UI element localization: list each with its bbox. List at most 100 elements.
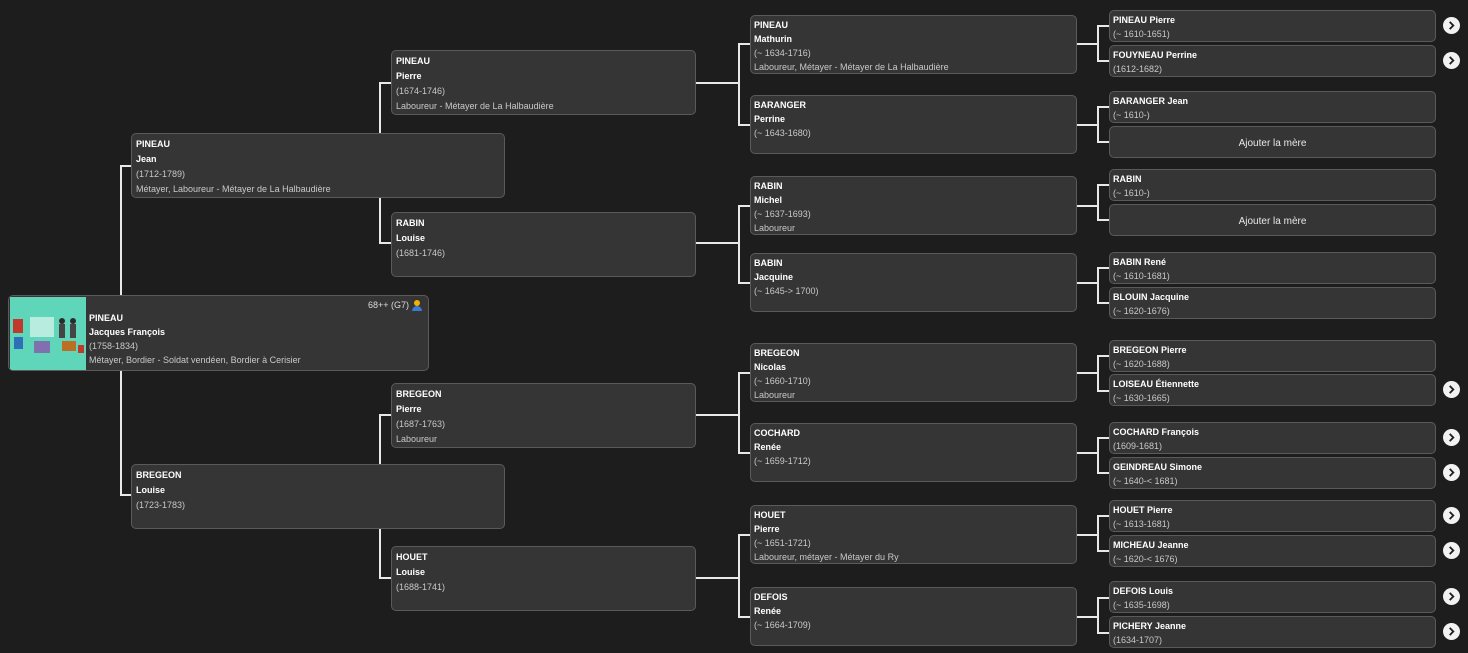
person-card-gen4[interactable]: RABIN (~ 1610-) <box>1109 169 1436 201</box>
given-name: Jean <box>136 154 157 164</box>
dates: (~ 1660-1710) <box>754 376 811 386</box>
expand-arrow-button[interactable] <box>1443 588 1460 605</box>
dates: (1723-1783) <box>136 500 186 510</box>
connector <box>1097 515 1109 517</box>
surname: BREGEON <box>136 470 182 480</box>
add-mother-button[interactable]: Ajouter la mère <box>1109 204 1436 236</box>
person-card-gen4[interactable]: BABIN René (~ 1610-1681) <box>1109 252 1436 284</box>
connector <box>695 82 739 84</box>
person-card-gen4[interactable]: BLOUIN Jacquine (~ 1620-1676) <box>1109 287 1436 319</box>
root-person-card[interactable]: PINEAU Jacques François (1758-1834) Méta… <box>8 295 429 371</box>
full-name: HOUET Pierre <box>1113 505 1173 515</box>
person-card-gen4[interactable]: PICHERY Jeanne (1634-1707) <box>1109 616 1436 648</box>
full-name: BREGEON Pierre <box>1113 345 1187 355</box>
chevron-right-icon <box>1449 546 1455 555</box>
surname: COCHARD <box>754 428 800 438</box>
occupation: Laboureur, Métayer - Métayer de La Halba… <box>754 62 949 72</box>
full-name: BLOUIN Jacquine <box>1113 292 1190 302</box>
person-card-mother[interactable]: BREGEON Louise (1723-1783) <box>131 464 505 529</box>
person-card-gen3[interactable]: PINEAU Mathurin (~ 1634-1716) Laboureur,… <box>750 15 1077 74</box>
person-card-gen4[interactable]: BARANGER Jean (~ 1610-) <box>1109 91 1436 123</box>
person-card-gen4[interactable]: LOISEAU Étiennette (~ 1630-1665) <box>1109 374 1436 406</box>
dates: (~ 1645-> 1700) <box>754 286 819 296</box>
given-name: Mathurin <box>754 34 792 44</box>
person-icon[interactable] <box>412 300 422 311</box>
surname: PINEAU <box>396 56 431 66</box>
person-card-gen3[interactable]: DEFOIS Renée (~ 1664-1709) <box>750 587 1077 646</box>
surname: HOUET <box>396 552 428 562</box>
dates: (~ 1620-1676) <box>1113 306 1170 316</box>
dates: (~ 1613-1681) <box>1113 519 1170 529</box>
dates: (1712-1789) <box>136 169 186 179</box>
add-mother-button[interactable]: Ajouter la mère <box>1109 126 1436 158</box>
person-card-gen4[interactable]: COCHARD François (1609-1681) <box>1109 422 1436 454</box>
expand-arrow-button[interactable] <box>1443 507 1460 524</box>
person-card-gen3[interactable]: RABIN Michel (~ 1637-1693) Laboureur <box>750 176 1077 235</box>
surname: HOUET <box>754 510 786 520</box>
person-card-gen4[interactable]: HOUET Pierre (~ 1613-1681) <box>1109 500 1436 532</box>
connector <box>738 372 740 453</box>
person-card-gen3[interactable]: COCHARD Renée (~ 1659-1712) <box>750 423 1077 482</box>
person-card-gen3[interactable]: HOUET Pierre (~ 1651-1721) Laboureur, mé… <box>750 505 1077 564</box>
connector <box>379 82 392 84</box>
connector <box>120 165 132 167</box>
person-card-gen3[interactable]: BABIN Jacquine (~ 1645-> 1700) <box>750 253 1077 312</box>
connector <box>738 534 750 536</box>
surname: BARANGER <box>754 100 807 110</box>
connector <box>379 242 392 244</box>
chevron-right-icon <box>1449 385 1455 394</box>
full-name: GEINDREAU Simone <box>1113 462 1203 472</box>
person-card-gen4[interactable]: MICHEAU Jeanne (~ 1620-< 1676) <box>1109 535 1436 567</box>
expand-arrow-button[interactable] <box>1443 542 1460 559</box>
person-card-father[interactable]: PINEAU Jean (1712-1789) Métayer, Laboure… <box>131 133 505 198</box>
add-mother-label: Ajouter la mère <box>1238 138 1307 149</box>
connector <box>738 534 740 617</box>
expand-arrow-button[interactable] <box>1443 429 1460 446</box>
connector <box>738 452 750 454</box>
person-card-maternal-grandmother[interactable]: HOUET Louise (1688-1741) <box>391 546 696 611</box>
connector <box>738 282 750 284</box>
occupation: Laboureur, métayer - Métayer du Ry <box>754 552 899 562</box>
expand-arrow-button[interactable] <box>1443 381 1460 398</box>
connector <box>1076 43 1098 45</box>
person-card-paternal-grandmother[interactable]: RABIN Louise (1681-1746) <box>391 212 696 277</box>
dates: (1687-1763) <box>396 419 446 429</box>
chevron-right-icon <box>1449 56 1455 65</box>
person-card-maternal-grandfather[interactable]: BREGEON Pierre (1687-1763) Laboureur <box>391 383 696 448</box>
connector <box>1097 184 1099 220</box>
connector <box>1097 390 1109 392</box>
connector <box>1097 184 1109 186</box>
person-card-gen4[interactable]: DEFOIS Louis (~ 1635-1698) <box>1109 581 1436 613</box>
dates: (~ 1664-1709) <box>754 620 811 630</box>
person-card-gen4[interactable]: FOUYNEAU Perrine (1612-1682) <box>1109 45 1436 77</box>
expand-arrow-button[interactable] <box>1443 52 1460 69</box>
given-name: Michel <box>754 195 783 205</box>
person-card-gen4[interactable]: BREGEON Pierre (~ 1620-1688) <box>1109 340 1436 372</box>
occupation: Laboureur <box>396 434 438 444</box>
connector <box>1097 302 1109 304</box>
full-name: MICHEAU Jeanne <box>1113 540 1189 550</box>
expand-arrow-button[interactable] <box>1443 464 1460 481</box>
connector <box>1076 282 1098 284</box>
surname: BREGEON <box>754 348 800 358</box>
dates: (~ 1620-< 1676) <box>1113 554 1178 564</box>
full-name: BABIN René <box>1113 257 1167 267</box>
dates: (~ 1640-< 1681) <box>1113 476 1178 486</box>
full-name: DEFOIS Louis <box>1113 586 1174 596</box>
person-card-gen4[interactable]: PINEAU Pierre (~ 1610-1651) <box>1109 10 1436 42</box>
dates: (1609-1681) <box>1113 441 1163 451</box>
dates: (~ 1630-1665) <box>1113 393 1170 403</box>
connector <box>738 372 750 374</box>
person-card-paternal-grandfather[interactable]: PINEAU Pierre (1674-1746) Laboureur - Mé… <box>391 50 696 115</box>
dates: (~ 1635-1698) <box>1113 600 1170 610</box>
full-name: RABIN <box>1113 174 1142 184</box>
connector <box>379 577 392 579</box>
expand-arrow-button[interactable] <box>1443 17 1460 34</box>
expand-arrow-button[interactable] <box>1443 623 1460 640</box>
connector <box>1097 267 1109 269</box>
connector <box>1076 205 1098 207</box>
root-dates: (1758-1834) <box>89 341 139 351</box>
person-card-gen3[interactable]: BARANGER Perrine (~ 1643-1680) <box>750 95 1077 154</box>
person-card-gen3[interactable]: BREGEON Nicolas (~ 1660-1710) Laboureur <box>750 343 1077 402</box>
person-card-gen4[interactable]: GEINDREAU Simone (~ 1640-< 1681) <box>1109 457 1436 489</box>
